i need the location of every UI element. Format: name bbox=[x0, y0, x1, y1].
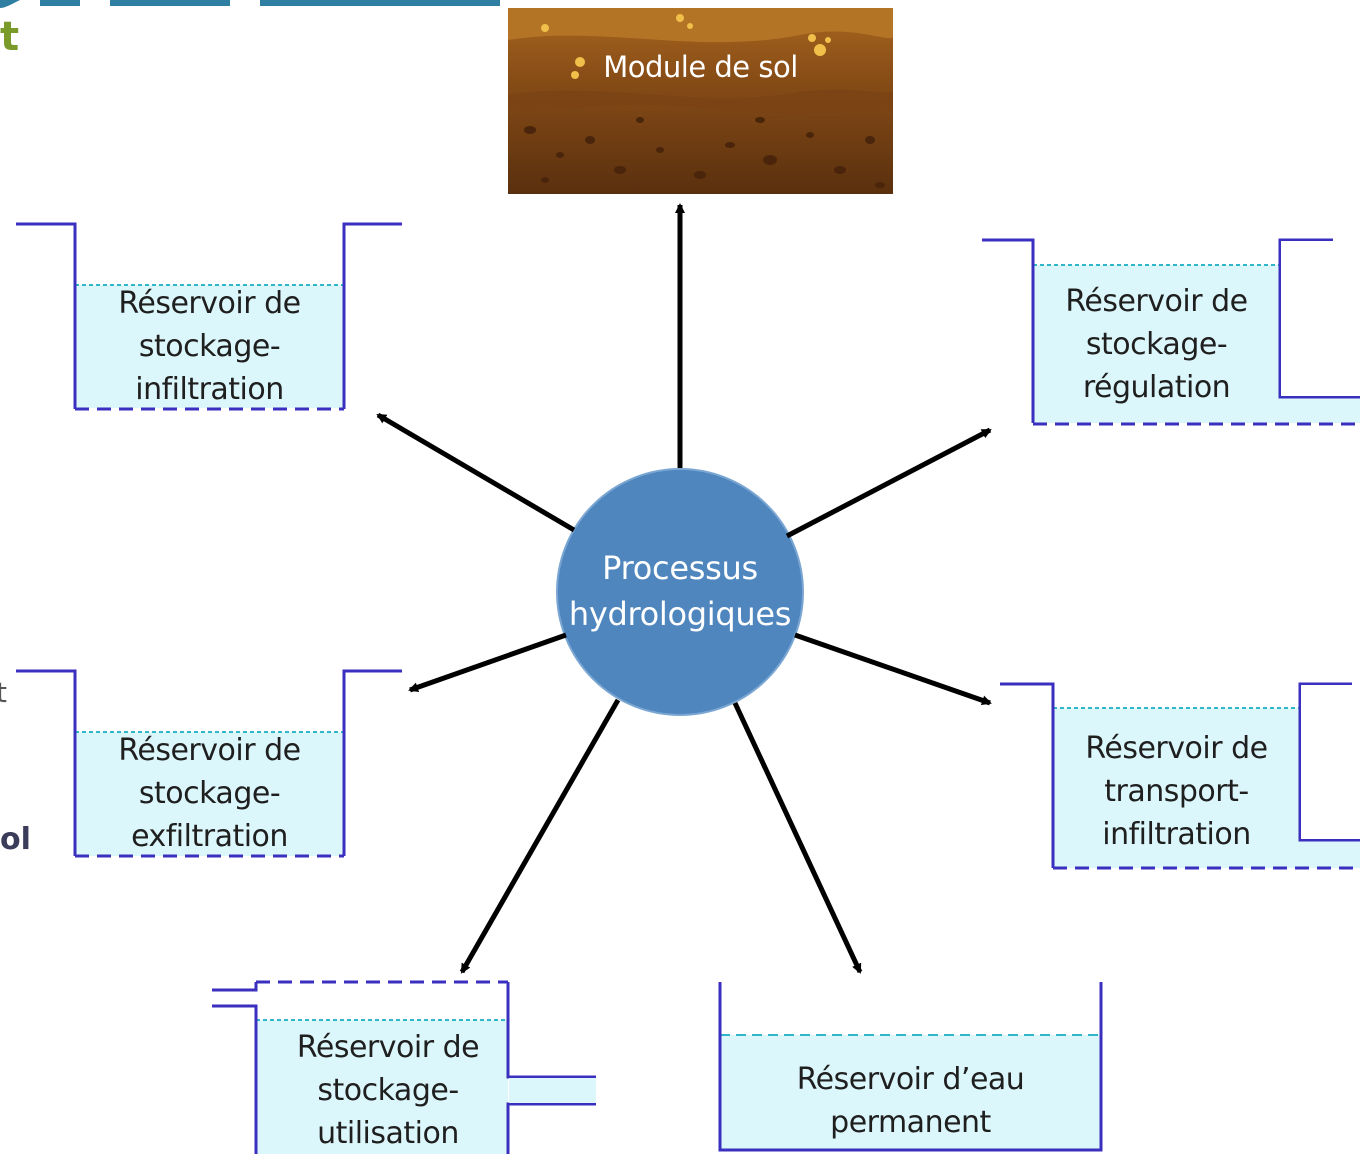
reservoir-permanent-label: Réservoir d’eau permanent bbox=[720, 1058, 1101, 1144]
label-line: utilisation bbox=[317, 1116, 459, 1151]
reservoir-transport bbox=[1000, 682, 1360, 870]
reservoir-infiltration-label: Réservoir de stockage- infiltration bbox=[75, 282, 344, 411]
label-line: Réservoir de bbox=[1065, 284, 1248, 319]
reservoir-transport-label: Réservoir de transport- infiltration bbox=[1053, 727, 1300, 856]
soil-module bbox=[508, 8, 893, 194]
label-line: Réservoir d’eau bbox=[796, 1062, 1025, 1097]
center-label: Processus hydrologiques bbox=[555, 545, 805, 637]
reservoir-exfiltration bbox=[16, 669, 402, 858]
reservoir-regulation-label: Réservoir de stockage- régulation bbox=[1033, 280, 1280, 409]
arrow-to-utilisation bbox=[459, 698, 621, 974]
arrow-to-exfiltration bbox=[408, 632, 567, 693]
label-line: permanent bbox=[830, 1105, 991, 1140]
label-line: régulation bbox=[1082, 370, 1231, 405]
label-line: infiltration bbox=[1102, 817, 1251, 852]
label-line: stockage- bbox=[317, 1073, 459, 1108]
bg-fragment-top: t bbox=[0, 14, 20, 60]
label-line: Réservoir de bbox=[296, 1030, 480, 1065]
reservoir-infiltration bbox=[16, 222, 402, 411]
bg-fragment-left-t: t bbox=[0, 676, 7, 709]
arrow-to-infiltration bbox=[376, 412, 576, 533]
label-line: exfiltration bbox=[131, 819, 288, 854]
label-line: Réservoir de bbox=[118, 286, 301, 321]
center-label-line1: Processus bbox=[602, 549, 758, 587]
label-line: stockage- bbox=[138, 329, 281, 364]
reservoir-utilisation bbox=[212, 980, 596, 1154]
arrow-to-regulation bbox=[785, 427, 992, 539]
label-line: transport- bbox=[1104, 774, 1249, 809]
label-line: infiltration bbox=[135, 372, 284, 407]
soil-module-label: Module de sol bbox=[603, 50, 798, 84]
label-line: stockage- bbox=[138, 776, 281, 811]
title-fragment bbox=[0, 0, 500, 8]
reservoir-regulation bbox=[982, 238, 1360, 426]
reservoir-exfiltration-label: Réservoir de stockage- exfiltration bbox=[75, 729, 344, 858]
arrow-to-transport bbox=[794, 632, 992, 706]
label-line: stockage- bbox=[1085, 327, 1228, 362]
reservoir-utilisation-label: Réservoir de stockage- utilisation bbox=[256, 1026, 520, 1155]
bg-fragment-left-ol: ol bbox=[0, 822, 31, 857]
arrow-to-permanent bbox=[732, 701, 863, 974]
label-line: Réservoir de bbox=[1085, 731, 1268, 766]
label-line: Réservoir de bbox=[118, 733, 301, 768]
center-circle bbox=[556, 468, 804, 716]
center-label-line2: hydrologiques bbox=[568, 595, 792, 633]
arrows bbox=[376, 203, 992, 974]
reservoir-permanent bbox=[718, 982, 1103, 1152]
